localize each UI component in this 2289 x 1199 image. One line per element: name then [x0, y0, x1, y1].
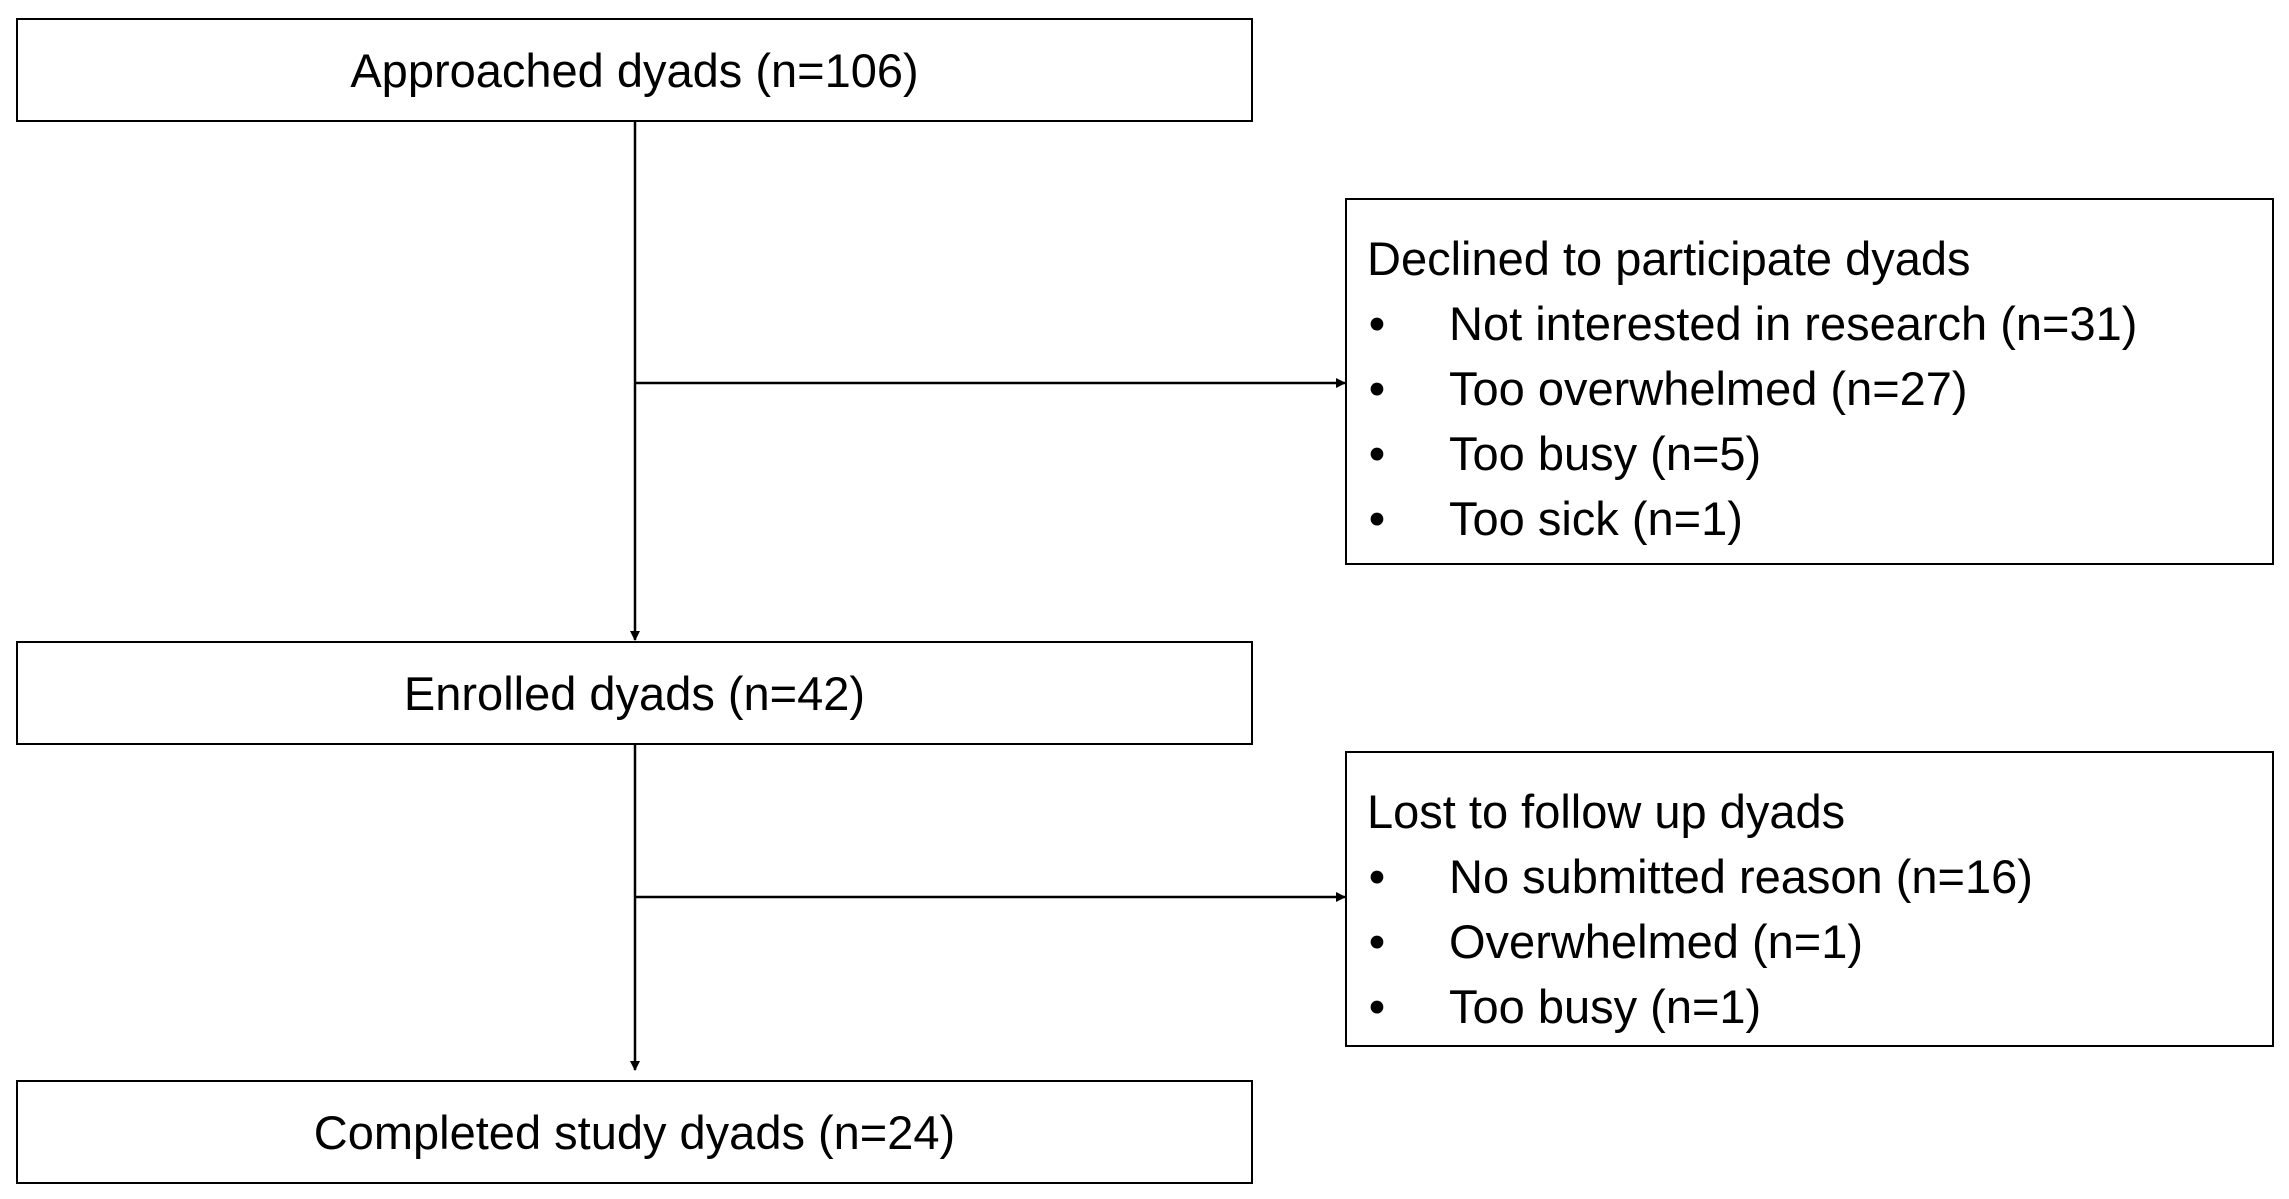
enrolled-label: Enrolled dyads (n=42): [403, 666, 866, 720]
bullet-icon: •: [1368, 915, 1386, 968]
bullet-icon: •: [1368, 362, 1386, 415]
bullet-icon: •: [1368, 980, 1386, 1033]
list-item: • Not interested in research (n=31): [1367, 291, 2272, 356]
list-item: • Too sick (n=1): [1367, 486, 2272, 551]
bullet-icon: •: [1368, 492, 1386, 545]
lost-reasons-list: • No submitted reason (n=16) • Overwhelmed…: [1367, 844, 2272, 1039]
lost-reason: No submitted reason (n=16): [1449, 850, 2033, 903]
completed-label: Completed study dyads (n=24): [313, 1105, 956, 1159]
list-item: • Too busy (n=1): [1367, 974, 2272, 1039]
approached-box: Approached dyads (n=106): [16, 18, 1253, 122]
declined-reason: Not interested in research (n=31): [1449, 297, 2138, 350]
declined-reasons-list: • Not interested in research (n=31) • Too …: [1367, 291, 2272, 551]
approached-label: Approached dyads (n=106): [350, 43, 919, 97]
lost-reason: Overwhelmed (n=1): [1449, 915, 1864, 968]
lost-box: Lost to follow up dyads • No submitted re…: [1345, 751, 2274, 1047]
list-item: • No submitted reason (n=16): [1367, 844, 2272, 909]
list-item: • Too overwhelmed (n=27): [1367, 356, 2272, 421]
bullet-icon: •: [1368, 297, 1386, 350]
bullet-icon: •: [1368, 850, 1386, 903]
lost-title: Lost to follow up dyads: [1367, 785, 1846, 838]
completed-box: Completed study dyads (n=24): [16, 1080, 1253, 1184]
declined-box: Declined to participate dyads • Not inter…: [1345, 198, 2274, 565]
list-item: • Too busy (n=5): [1367, 421, 2272, 486]
list-item: • Overwhelmed (n=1): [1367, 909, 2272, 974]
declined-title: Declined to participate dyads: [1367, 232, 1971, 285]
enrolled-box: Enrolled dyads (n=42): [16, 641, 1253, 745]
declined-reason: Too busy (n=5): [1449, 427, 1762, 480]
bullet-icon: •: [1368, 427, 1386, 480]
declined-reason: Too overwhelmed (n=27): [1449, 362, 1968, 415]
lost-reason: Too busy (n=1): [1449, 980, 1762, 1033]
declined-reason: Too sick (n=1): [1449, 492, 1743, 545]
